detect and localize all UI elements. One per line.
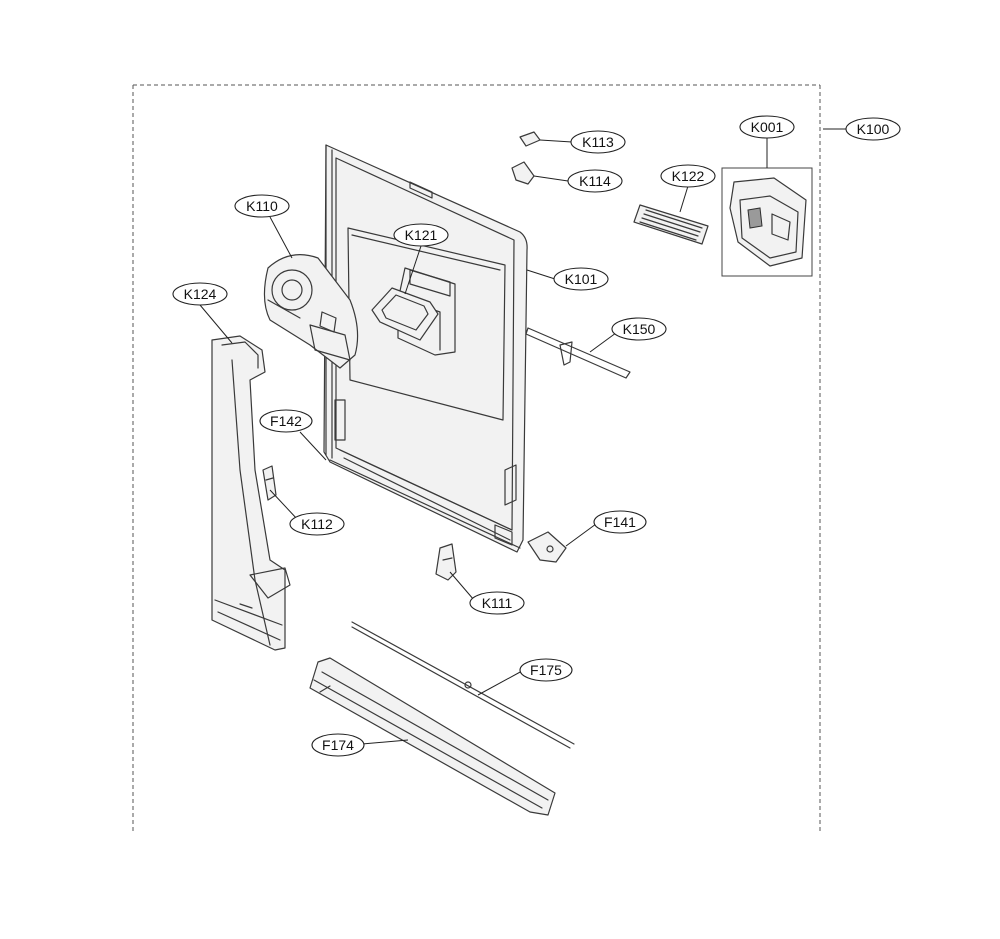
- leader-k114: [533, 175, 569, 182]
- k001-control-module: [729, 177, 807, 267]
- callout-k124: K124: [172, 282, 228, 306]
- callout-k111-label: K111: [482, 595, 513, 611]
- callout-k124-label: K124: [184, 286, 217, 302]
- callout-k114-label: K114: [579, 173, 611, 189]
- callout-k101: K101: [553, 267, 609, 291]
- k112-bracket: [262, 465, 277, 501]
- assembly-boundary: [132, 84, 821, 832]
- leader-lines: [199, 128, 846, 745]
- callout-k150-label: K150: [623, 321, 656, 337]
- leader-f141: [565, 523, 597, 547]
- f141-bracket: [527, 531, 567, 563]
- callout-f141-label: F141: [604, 514, 636, 530]
- callout-k122-label: K122: [672, 168, 705, 184]
- k121-dispenser: [371, 267, 456, 356]
- leader-k111: [449, 571, 475, 601]
- leader-f174: [361, 739, 409, 745]
- callout-f174-label: F174: [322, 737, 354, 753]
- callout-k150: K150: [611, 317, 667, 341]
- callout-k101-label: K101: [565, 271, 598, 287]
- callout-k122: K122: [660, 164, 716, 188]
- callout-k001-label: K001: [751, 119, 784, 135]
- callout-k110-label: K110: [246, 198, 278, 214]
- k124-side-frame: [211, 335, 291, 651]
- leader-k122: [679, 185, 689, 213]
- leader-k101: [526, 269, 556, 280]
- callout-k121: K121: [393, 223, 449, 247]
- callout-k112-label: K112: [301, 516, 333, 532]
- callout-k100: K100: [845, 117, 901, 141]
- callout-k114: K114: [567, 169, 623, 193]
- callout-k113: K113: [570, 130, 626, 154]
- k113-clip: [519, 131, 541, 147]
- leader-k121: [404, 245, 422, 295]
- callout-f141: F141: [593, 510, 647, 534]
- leader-f175: [477, 670, 523, 696]
- leader-k112: [269, 489, 299, 521]
- callout-k100-label: K100: [857, 121, 890, 137]
- callout-f174: F174: [311, 733, 365, 757]
- k150-rod: [525, 327, 631, 379]
- f175-rod: [351, 621, 575, 749]
- k114-clip: [511, 161, 535, 185]
- f174-channel: [309, 657, 556, 816]
- callout-f142-label: F142: [270, 413, 302, 429]
- callout-k121-label: K121: [405, 227, 438, 243]
- callout-k113-label: K113: [582, 134, 614, 150]
- callout-f175: F175: [519, 658, 573, 682]
- callout-f175-label: F175: [530, 662, 562, 678]
- leader-k110: [269, 216, 293, 259]
- callout-k112: K112: [289, 512, 345, 536]
- k110-vent-assembly: [263, 254, 359, 369]
- leader-f142: [299, 431, 327, 461]
- callout-k001: K001: [739, 115, 795, 139]
- callout-f142: F142: [259, 409, 313, 433]
- callout-k110: K110: [234, 194, 290, 218]
- k122-grille: [633, 204, 709, 245]
- leader-k124: [199, 304, 233, 344]
- k111-bracket: [435, 543, 457, 581]
- leader-k113: [539, 139, 573, 143]
- callout-k111: K111: [469, 591, 525, 615]
